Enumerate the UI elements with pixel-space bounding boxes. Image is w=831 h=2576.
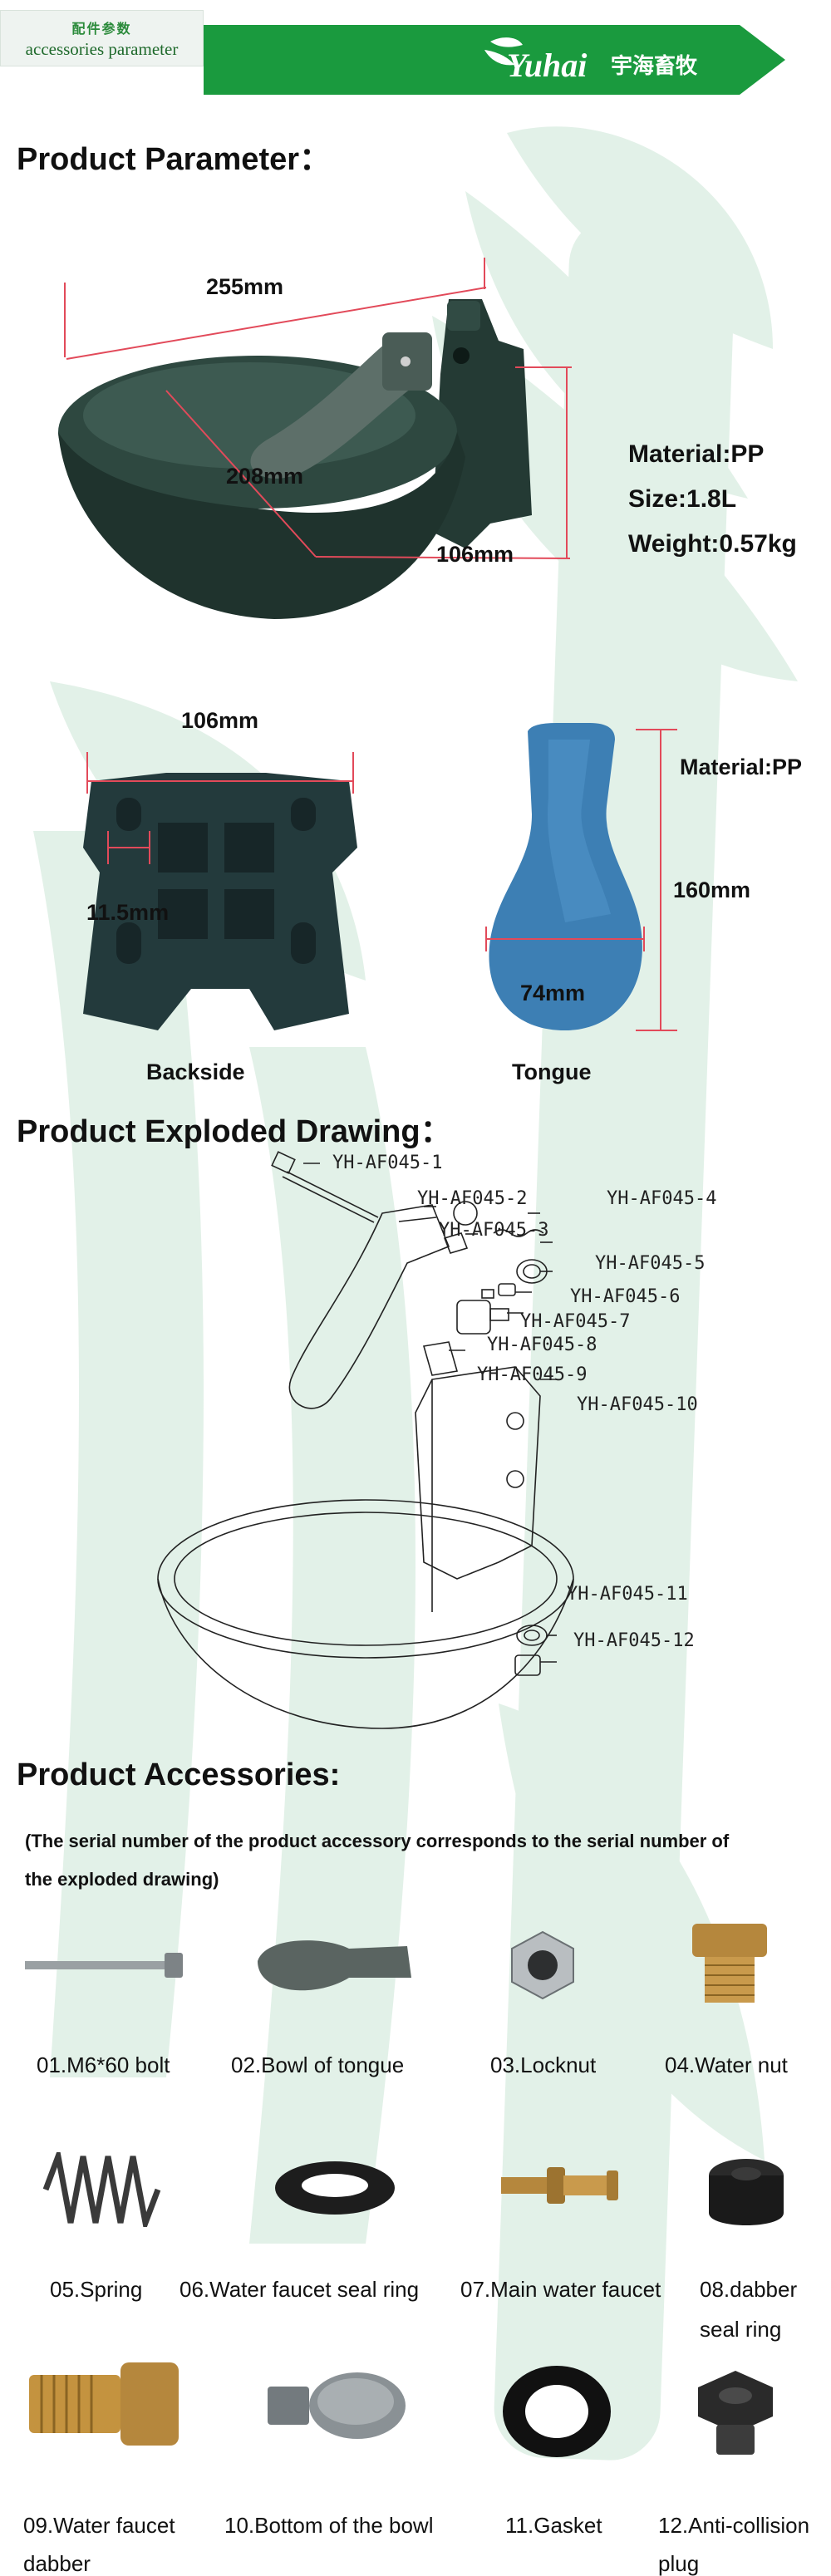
accessories-title: Product Accessories: — [17, 1757, 341, 1792]
brand-name: Yuhai — [507, 47, 587, 84]
main-faucet-photo — [501, 2167, 618, 2204]
locknut-photo — [511, 1930, 574, 2000]
accessory-label-02: 02.Bowl of tongue — [231, 2052, 405, 2077]
backside-width-label: 106mm — [181, 708, 259, 733]
gasket-photo — [503, 2366, 611, 2457]
exploded-drawing — [157, 1151, 574, 1729]
brand-banner: Yuhai 宇海畜牧 — [204, 25, 785, 95]
accessories-note-line1: (The serial number of the product access… — [25, 1831, 730, 1851]
part-code-9: YH-AF045-9 — [477, 1364, 588, 1385]
part-code-3: YH-AF045-3 — [439, 1220, 549, 1241]
part-code-8: YH-AF045-8 — [487, 1335, 597, 1355]
part-code-2: YH-AF045-2 — [417, 1188, 528, 1209]
brand-name-cn: 宇海畜牧 — [611, 53, 698, 79]
accessory-label-09-line2: dabber — [23, 2551, 91, 2576]
bowl-height-label: 106mm — [436, 542, 514, 567]
accessory-label-12-line1: 12.Anti-collision — [658, 2513, 810, 2538]
accessory-label-03: 03.Locknut — [490, 2052, 597, 2077]
tongue-part-photo — [258, 1940, 411, 1991]
backside-photo — [83, 752, 357, 1030]
spring-photo — [42, 2152, 161, 2227]
backside-hole-label: 11.5mm — [86, 900, 170, 925]
backside-caption: Backside — [146, 1059, 245, 1084]
parameter-title: Product Parameter： — [17, 142, 332, 177]
water-nut-photo — [692, 1924, 767, 2003]
leaf-logo-icon — [484, 37, 523, 66]
accessory-label-08-line1: 08.dabber — [700, 2277, 798, 2302]
part-code-5: YH-AF045-5 — [595, 1253, 706, 1274]
tongue-material-label: Material:PP — [680, 755, 803, 779]
bowl-spec-material: Material:PP — [628, 440, 765, 468]
part-code-4: YH-AF045-4 — [607, 1188, 717, 1209]
bowl-bottom-photo — [268, 2372, 406, 2439]
tongue-width-label: 74mm — [520, 981, 586, 1005]
bowl-spec-size: Size:1.8L — [628, 485, 737, 513]
bowl-width-label: 255mm — [206, 274, 284, 299]
bowl-photo — [58, 258, 572, 619]
anti-collision-plug-photo — [698, 2371, 773, 2455]
accessory-label-08-line2: seal ring — [700, 2317, 782, 2342]
accessory-label-05: 05.Spring — [50, 2277, 143, 2302]
accessory-label-06: 06.Water faucet seal ring — [179, 2277, 420, 2302]
part-code-6: YH-AF045-6 — [570, 1286, 681, 1307]
part-code-7: YH-AF045-7 — [520, 1311, 631, 1332]
accessory-label-04: 04.Water nut — [665, 2052, 788, 2077]
label-en: accessories parameter — [25, 39, 179, 59]
accessory-label-10: 10.Bottom of the bowl — [224, 2513, 434, 2538]
part-code-10: YH-AF045-10 — [577, 1394, 698, 1415]
accessories-parameter-label: 配件参数 accessories parameter — [0, 10, 204, 66]
accessory-label-11: 11.Gasket — [505, 2513, 602, 2538]
tongue-caption: Tongue — [512, 1059, 592, 1084]
part-code-11: YH-AF045-11 — [567, 1584, 688, 1605]
tongue-photo — [485, 723, 677, 1031]
exploded-title: Product Exploded Drawing： — [17, 1114, 452, 1149]
label-cn: 配件参数 — [71, 21, 132, 37]
dabber-seal-photo — [709, 2159, 784, 2225]
accessories-note-line2: the exploded drawing) — [25, 1869, 219, 1890]
seal-ring-photo — [275, 2161, 395, 2215]
bowl-spec-weight: Weight:0.57kg — [628, 530, 797, 558]
bolt-photo — [25, 1953, 183, 1978]
accessory-label-09-line1: 09.Water faucet — [23, 2513, 175, 2538]
tongue-length-label: 160mm — [673, 878, 751, 902]
accessory-label-07: 07.Main water faucet — [460, 2277, 661, 2302]
part-code-1: YH-AF045-1 — [332, 1153, 443, 1173]
bowl-depth-label: 208mm — [226, 464, 304, 489]
accessory-label-12-line2: plug — [658, 2551, 700, 2576]
part-code-12: YH-AF045-12 — [573, 1630, 695, 1651]
accessory-label-01: 01.M6*60 bolt — [37, 2052, 170, 2077]
faucet-dabber-photo — [29, 2362, 179, 2446]
